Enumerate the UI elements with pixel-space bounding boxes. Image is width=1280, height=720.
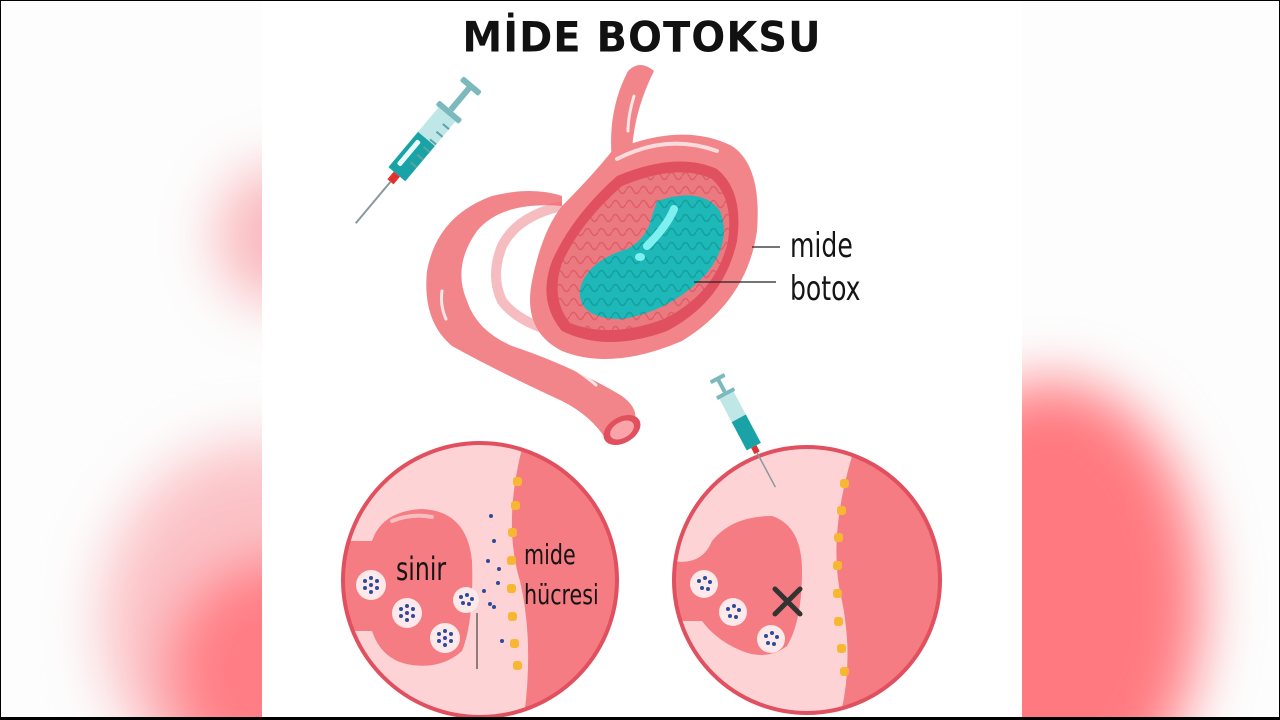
vesicles bbox=[356, 514, 504, 653]
nerve-label: sinir bbox=[396, 550, 447, 588]
cell-label-line1: mide bbox=[524, 538, 576, 571]
stomach-label: mide bbox=[790, 226, 853, 266]
cell-label-line2: hücresi bbox=[524, 578, 599, 611]
x-mark-icon bbox=[772, 586, 803, 617]
illustration-panel: MİDE BOTOKSU bbox=[262, 1, 1022, 717]
botox-label: botox bbox=[790, 269, 861, 309]
stomach-icon bbox=[426, 65, 758, 446]
stomach-botox-illustration bbox=[341, 65, 942, 717]
syringe-icon bbox=[354, 76, 482, 224]
blurred-side-panel-left bbox=[1, 1, 262, 717]
page-title: MİDE BOTOKSU bbox=[462, 13, 822, 63]
blurred-side-panel-right bbox=[1022, 1, 1279, 717]
small-syringe-icon bbox=[710, 373, 777, 488]
receptors bbox=[507, 477, 522, 670]
